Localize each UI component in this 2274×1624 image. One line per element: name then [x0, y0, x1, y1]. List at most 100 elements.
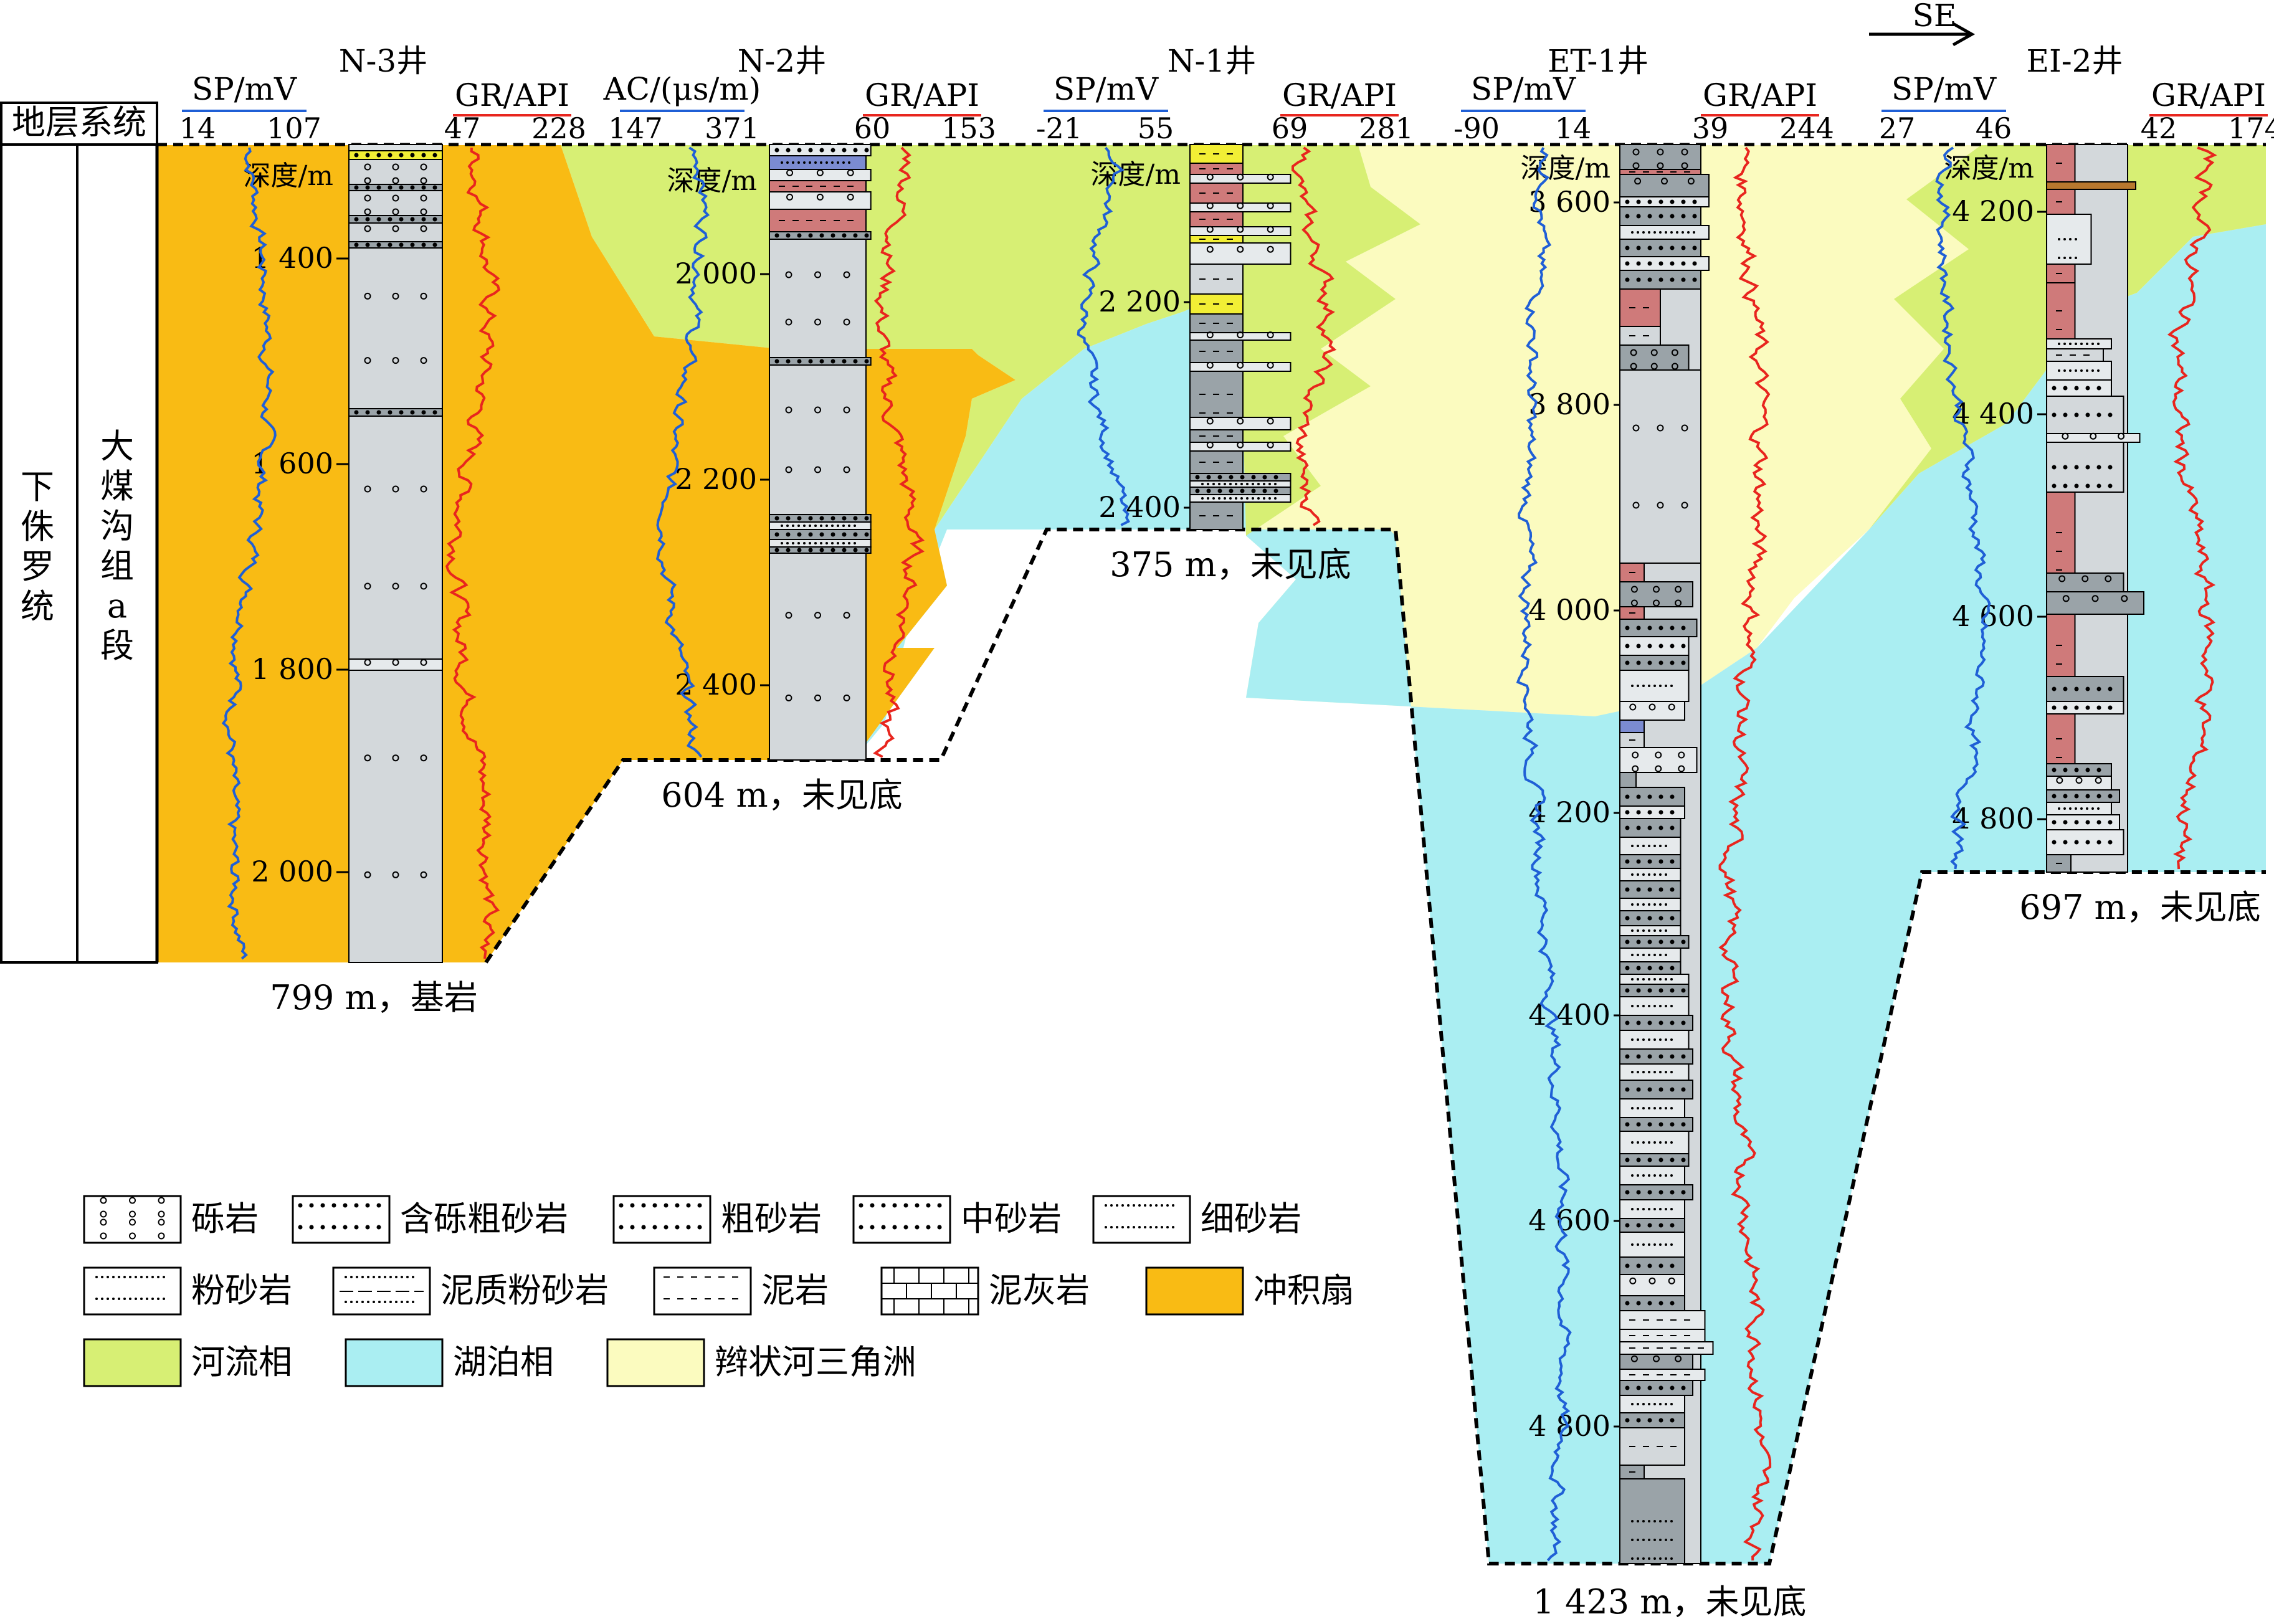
- lithology-bed: [1619, 1341, 1714, 1355]
- lithology-bed: [1189, 480, 1292, 488]
- right-curve-min: 42: [2141, 112, 2177, 145]
- lithology-bed: [1619, 344, 1690, 371]
- lithology-bed: [1619, 868, 1682, 881]
- left-curve-max: 107: [267, 112, 321, 145]
- depth-tick-label: 4 800: [1528, 1409, 1610, 1443]
- depth-tick-label: 4 800: [1952, 802, 2034, 835]
- legend-swatch: [83, 1266, 182, 1316]
- lithology-bed: [1619, 144, 1701, 170]
- lithology-bed: [1619, 910, 1682, 926]
- lithology-bed: [1619, 256, 1710, 271]
- lithology-bed: [769, 546, 872, 554]
- legend-item: 湖泊相: [345, 1338, 554, 1387]
- lithology-bed: [1619, 925, 1682, 936]
- legend-label: 冲积扇: [1254, 1271, 1354, 1310]
- legend-label: 细砂岩: [1201, 1199, 1301, 1238]
- right-curve-label: GR/API: [455, 77, 569, 113]
- left-log-curve: [1077, 146, 1130, 526]
- legend-label: 粗砂岩: [721, 1199, 822, 1238]
- lithology-bed: [1619, 1232, 1685, 1258]
- lithology-bed: [2046, 572, 2124, 592]
- left-curve-max: 371: [705, 112, 759, 145]
- direction-indicator: SE: [1869, 0, 1976, 47]
- left-curve-max: 14: [1555, 112, 1592, 145]
- lithology-bed: [2046, 432, 2141, 443]
- lithology-bed: [1619, 636, 1690, 656]
- legend-label: 泥岩: [761, 1271, 829, 1310]
- lithology-bed: [1619, 1117, 1693, 1132]
- arrow-right-icon: [1952, 22, 1976, 47]
- lithology-bed: [1619, 732, 1645, 748]
- strat-formation-char: 段: [100, 626, 134, 665]
- lithology-bed: [769, 144, 872, 156]
- depth-tick-label: 1 600: [251, 447, 333, 480]
- well-name: N-1井: [1168, 43, 1256, 79]
- lithology-bed: [1619, 1295, 1685, 1311]
- left-curve-label: SP/mV: [1054, 71, 1159, 107]
- left-curve-label: SP/mV: [1891, 71, 1997, 107]
- right-log-curve: [873, 146, 925, 758]
- right-curve-max: 281: [1359, 112, 1414, 145]
- right-log-curve: [1718, 146, 1772, 1561]
- lithology-bed: [1619, 747, 1698, 773]
- lithology-bed: [1189, 487, 1292, 495]
- depth-tick-label: 3 800: [1528, 387, 1610, 421]
- direction-label: SE: [1913, 0, 1957, 34]
- lithology-bed: [2046, 829, 2124, 855]
- lithology-bed: [1619, 1080, 1693, 1099]
- lithology-bed: [769, 155, 867, 170]
- lithology-bed: [769, 521, 872, 530]
- lithology-bed: [769, 529, 872, 540]
- lithology-bed: [1619, 196, 1710, 207]
- lithology-bed: [2046, 348, 2104, 362]
- depth-tick-label: 4 600: [1528, 1204, 1610, 1237]
- lithology-bed: [1619, 1166, 1685, 1185]
- lithology-bed: [1619, 581, 1693, 607]
- left-curve-label: SP/mV: [1471, 71, 1576, 107]
- left-log-curve: [1935, 146, 1991, 870]
- well-caption: 1 423 m，未见底: [1533, 1582, 1807, 1621]
- lithology-bed: [2046, 802, 2112, 815]
- lithology-bed: [348, 190, 443, 216]
- lithology-bed: [769, 209, 867, 232]
- lithology-bed: [1189, 417, 1292, 430]
- legend-swatch: [852, 1195, 951, 1244]
- strat-formation-char: 组: [100, 546, 134, 586]
- lithology-bed: [1189, 235, 1244, 244]
- left-curve-label: AC/(μs/m): [603, 71, 761, 107]
- lithology-bed: [1619, 655, 1690, 671]
- lithology-bed: [1619, 787, 1685, 807]
- lithology-bed: [1619, 854, 1682, 869]
- lithology-bed: [1189, 340, 1244, 363]
- lithology-bed: [1189, 494, 1292, 503]
- strat-formation-char: 沟: [100, 506, 134, 546]
- legend-swatch: [292, 1195, 391, 1244]
- lithology-column: [1619, 144, 1714, 1564]
- lithology-bed: [769, 239, 867, 358]
- legend-item: 含砾粗砂岩: [292, 1195, 568, 1244]
- legend-swatch: [1092, 1195, 1191, 1244]
- lithology-bed: [1619, 719, 1645, 733]
- depth-axis-label: 深度/m: [1944, 153, 2034, 184]
- lithology-bed: [1189, 313, 1244, 333]
- lithology-bed: [1189, 173, 1292, 184]
- lithology-bed: [1619, 1063, 1690, 1081]
- depth-tick-label: 2 000: [675, 257, 757, 290]
- well-caption: 697 m，未见底: [2019, 888, 2260, 927]
- lithology-bed: [1619, 1427, 1685, 1466]
- lithology-bed: [348, 150, 443, 160]
- depth-tick-label: 4 200: [1952, 194, 2034, 228]
- lithology-bed: [2046, 379, 2112, 397]
- lithology-bed: [1619, 984, 1690, 997]
- depth-tick-label: 4 600: [1952, 599, 2034, 633]
- lithology-bed: [1619, 169, 1701, 175]
- strat-header: 地层系统: [12, 103, 146, 142]
- lithology-bed: [769, 553, 867, 761]
- lithology-bed: [2046, 264, 2076, 283]
- left-curve-max: 46: [1976, 112, 2012, 145]
